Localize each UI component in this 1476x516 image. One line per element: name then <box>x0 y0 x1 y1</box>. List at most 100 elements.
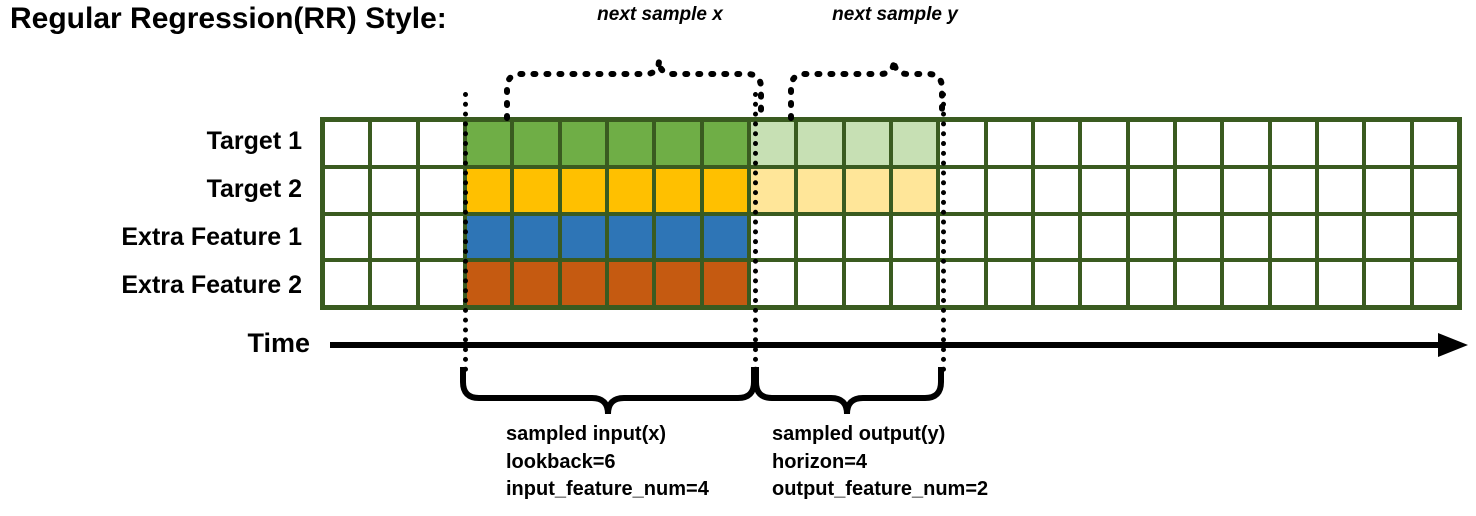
grid-cell <box>1224 262 1268 305</box>
grid-cell <box>940 262 984 305</box>
grid-cell <box>514 168 558 212</box>
guide-line-lookback-end <box>753 92 758 372</box>
grid-cell <box>1318 215 1363 259</box>
grid-cell <box>987 215 1031 259</box>
grid-row <box>325 262 1457 305</box>
grid-cell <box>656 168 700 212</box>
grid-cell <box>1366 215 1410 259</box>
grid-cell <box>1176 122 1221 165</box>
grid-cell <box>750 215 795 259</box>
grid-cell <box>325 215 369 259</box>
grid-cell <box>845 168 889 212</box>
grid-cell <box>1129 122 1173 165</box>
grid-cell <box>466 262 511 305</box>
grid-cell <box>466 215 511 259</box>
grid-cell <box>561 168 605 212</box>
grid-cell <box>703 122 747 165</box>
grid-cell <box>656 262 700 305</box>
grid-cell <box>1366 262 1410 305</box>
grid-cell <box>372 122 416 165</box>
grid-cell <box>798 262 842 305</box>
grid-cell <box>1224 168 1268 212</box>
grid-cell <box>608 215 653 259</box>
row-label-column: Target 1 Target 2 Extra Feature 1 Extra … <box>0 117 312 310</box>
grid-cell <box>1082 168 1126 212</box>
grid-cell <box>750 262 795 305</box>
grid-cell <box>940 168 984 212</box>
grid-cell <box>1224 215 1268 259</box>
grid-cell <box>608 122 653 165</box>
grid-cell <box>514 122 558 165</box>
grid-cell <box>1271 168 1315 212</box>
grid-cell <box>845 215 889 259</box>
grid-cell <box>1271 262 1315 305</box>
grid-cell <box>1366 168 1410 212</box>
grid-cell <box>703 168 747 212</box>
row-label-target-1: Target 1 <box>206 126 302 155</box>
grid-cell <box>419 168 463 212</box>
axis-label-time: Time <box>247 328 310 358</box>
grid-cell <box>987 262 1031 305</box>
grid-cell <box>798 215 842 259</box>
grid-cell <box>750 168 795 212</box>
grid-cell <box>987 122 1031 165</box>
grid-cell <box>1082 262 1126 305</box>
grid-cell <box>1129 215 1173 259</box>
grid-cell <box>372 262 416 305</box>
grid-cell <box>561 262 605 305</box>
grid-cell <box>608 262 653 305</box>
time-axis-line <box>330 342 1442 348</box>
grid-cell <box>1034 262 1079 305</box>
dotted-brace-next-sample-x <box>504 59 764 121</box>
grid-cell <box>466 122 511 165</box>
grid-cell <box>561 122 605 165</box>
grid-cell <box>514 215 558 259</box>
caption-sampled-input: sampled input(x) lookback=6 input_featur… <box>506 423 709 501</box>
grid-cell <box>1176 215 1221 259</box>
grid-cell <box>798 122 842 165</box>
dotted-brace-next-sample-y <box>788 59 945 121</box>
grid-cell <box>940 122 984 165</box>
grid-cell <box>561 215 605 259</box>
grid-cell <box>845 122 889 165</box>
grid-cell <box>750 122 795 165</box>
grid-row <box>325 122 1457 165</box>
grid-cell <box>1271 215 1315 259</box>
grid-cell <box>1176 262 1221 305</box>
grid-row <box>325 168 1457 212</box>
grid-cell <box>656 215 700 259</box>
caption-sampled-output: sampled output(y) horizon=4 output_featu… <box>772 423 989 501</box>
annotation-next-sample-y: next sample y <box>832 4 958 25</box>
grid-cell <box>1413 122 1457 165</box>
grid-cell <box>1318 262 1363 305</box>
timeline-grid <box>320 117 1462 310</box>
guide-line-horizon-end <box>941 92 946 372</box>
grid-cell <box>514 262 558 305</box>
brace-sampled-output <box>753 367 944 415</box>
grid-cell <box>1129 168 1173 212</box>
grid-cell <box>940 215 984 259</box>
grid-cell <box>325 168 369 212</box>
grid-cell <box>1318 122 1363 165</box>
row-label-target-2: Target 2 <box>206 174 302 203</box>
grid-cell <box>703 215 747 259</box>
grid-cell <box>1034 215 1079 259</box>
grid-cell <box>703 262 747 305</box>
grid-cell <box>325 122 369 165</box>
annotation-next-sample-x: next sample x <box>597 4 723 25</box>
grid-cell <box>1318 168 1363 212</box>
grid-cell <box>1176 168 1221 212</box>
grid-cell <box>892 215 937 259</box>
grid-cell <box>608 168 653 212</box>
time-axis-arrowhead <box>1438 333 1468 357</box>
grid-cell <box>798 168 842 212</box>
grid-cell <box>892 168 937 212</box>
grid-cell <box>892 122 937 165</box>
grid-cell <box>1413 215 1457 259</box>
grid-cell <box>845 262 889 305</box>
grid-cell <box>1034 122 1079 165</box>
grid-cell <box>1366 122 1410 165</box>
row-label-extra-feature-2: Extra Feature 2 <box>121 271 302 300</box>
brace-sampled-input <box>460 367 757 415</box>
